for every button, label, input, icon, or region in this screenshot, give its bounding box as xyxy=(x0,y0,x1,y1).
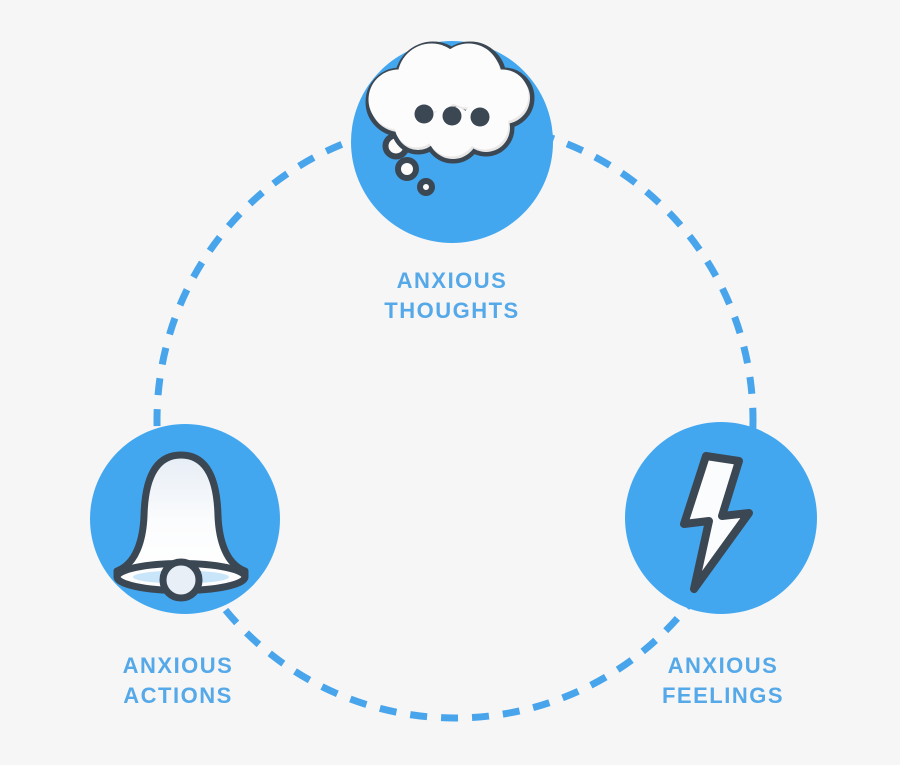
label-line: ANXIOUS xyxy=(396,268,508,293)
thought-bubble-icon xyxy=(365,41,535,196)
label-line: ANXIOUS xyxy=(122,653,234,678)
lightning-bolt-icon xyxy=(680,452,753,593)
label-line: ACTIONS xyxy=(123,683,233,708)
label-line: FEELINGS xyxy=(661,683,784,708)
node-anxious-feelings xyxy=(625,422,817,614)
ellipsis-dots xyxy=(414,104,490,127)
label-line: THOUGHTS xyxy=(384,298,520,323)
label-anxious-thoughts: ANXIOUS THOUGHTS xyxy=(302,266,602,326)
label-anxious-feelings: ANXIOUS FEELINGS xyxy=(573,651,873,711)
node-anxious-actions xyxy=(90,424,280,614)
bell-icon xyxy=(113,451,249,602)
label-anxious-actions: ANXIOUS ACTIONS xyxy=(28,651,328,711)
node-anxious-thoughts xyxy=(351,41,553,243)
label-line: ANXIOUS xyxy=(667,653,779,678)
